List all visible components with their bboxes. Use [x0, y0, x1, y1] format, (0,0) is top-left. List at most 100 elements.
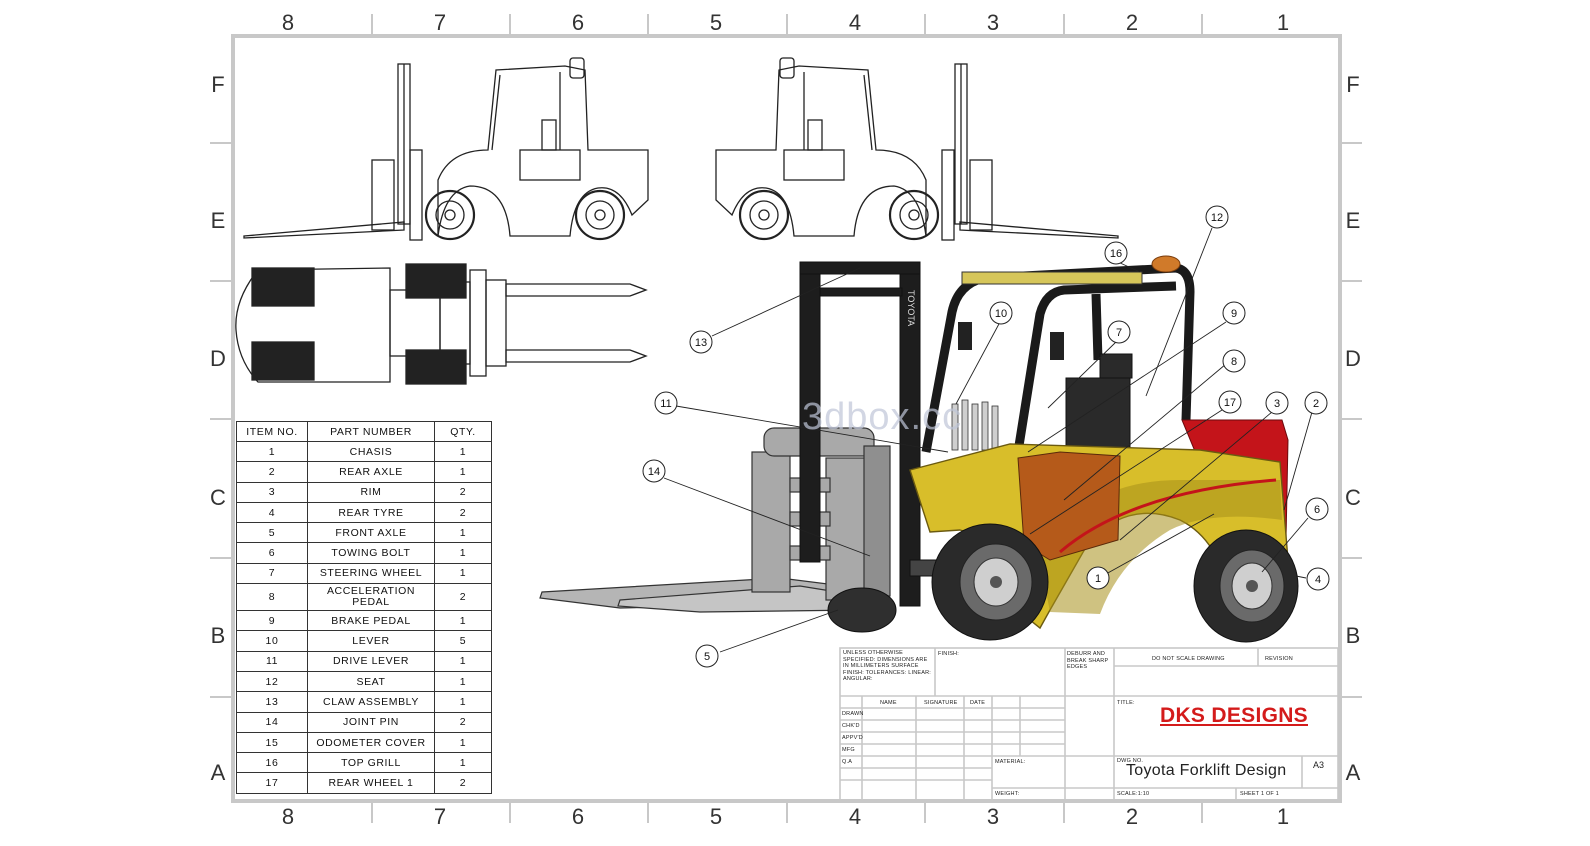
rear-wheel-inner — [827, 587, 897, 633]
bom-item-no: 11 — [236, 650, 308, 672]
zone-row-e-right: E — [1345, 208, 1361, 233]
bom-qty: 1 — [434, 562, 492, 585]
zone-row-f-left: F — [211, 72, 225, 97]
zone-col-7-top: 7 — [433, 10, 447, 35]
qa-label: Q.A — [842, 759, 853, 765]
sheet-border — [210, 14, 1362, 823]
bom-part-number: ACCELERATION PEDAL — [307, 583, 435, 612]
balloon-4: 4 — [1306, 567, 1330, 591]
bom-part-number: LEVER — [307, 630, 435, 652]
bom-header-item-no: ITEM NO. — [236, 421, 308, 442]
bom-part-number: STEERING WHEEL — [307, 562, 435, 585]
balloon-16: 16 — [1104, 241, 1128, 265]
bom-qty: 1 — [434, 610, 492, 632]
bom-item-no: 15 — [236, 731, 308, 754]
bom-item-no: 1 — [236, 440, 308, 463]
bom-part-number: RIM — [307, 481, 435, 503]
drawn-label: DRAWN — [842, 711, 864, 717]
revision-label: REVISION — [1265, 656, 1293, 662]
isometric-view: TOYOTA — [539, 255, 1299, 643]
zone-row-c-right: C — [1345, 485, 1361, 510]
mirror-left — [958, 322, 972, 350]
rear-wheel — [1193, 529, 1299, 643]
date-column-label: DATE — [970, 700, 986, 706]
zone-col-1-top: 1 — [1276, 10, 1290, 35]
zone-col-5-bottom: 5 — [709, 804, 723, 829]
company-name: DKS DESIGNS — [1160, 704, 1308, 727]
svg-text:5: 5 — [704, 651, 710, 663]
balloon-14: 14 — [642, 459, 666, 483]
watermark: 3dbox.cc — [802, 396, 963, 438]
do-not-scale-note: DO NOT SCALE DRAWING — [1152, 656, 1225, 662]
balloon-1: 1 — [1086, 566, 1110, 590]
bom-part-number: FRONT AXLE — [307, 522, 435, 544]
bom-qty: 1 — [434, 461, 492, 483]
bom-part-number: ODOMETER COVER — [307, 731, 435, 754]
seat — [1065, 377, 1131, 449]
title-block-grid — [839, 647, 1339, 801]
bom-part-number: SEAT — [307, 670, 435, 693]
svg-text:12: 12 — [1211, 212, 1223, 224]
zone-row-f-right: F — [1346, 72, 1360, 97]
bom-part-number: REAR WHEEL 1 — [307, 772, 435, 794]
bom-item-no: 2 — [236, 461, 308, 483]
svg-text:2: 2 — [1313, 398, 1319, 410]
scale-label: SCALE:1:10 — [1117, 791, 1150, 797]
bom-part-number: REAR AXLE — [307, 461, 435, 483]
balloon-7: 7 — [1107, 320, 1131, 344]
bom-item-no: 4 — [236, 501, 308, 524]
bom-item-no: 10 — [236, 630, 308, 652]
zone-row-c-left: C — [210, 485, 226, 510]
balloon-17: 17 — [1218, 390, 1242, 414]
side-view-left — [243, 57, 649, 241]
mast-label: TOYOTA — [906, 290, 916, 326]
zone-col-4-top: 4 — [848, 10, 862, 35]
bom-part-number: REAR TYRE — [307, 501, 435, 524]
zone-row-e-left: E — [210, 208, 226, 233]
bom-qty: 1 — [434, 650, 492, 672]
zone-col-6-top: 6 — [571, 10, 585, 35]
bom-item-no: 14 — [236, 711, 308, 733]
warning-beacon — [1151, 255, 1181, 273]
balloon-12: 12 — [1205, 205, 1229, 229]
balloons: 1 2 3 4 5 6 7 8 9 10 11 12 13 14 16 17 — [642, 205, 1330, 668]
bom-part-number: JOINT PIN — [307, 711, 435, 733]
bom-part-number: TOWING BOLT — [307, 542, 435, 564]
zone-row-a-left: A — [210, 760, 226, 785]
top-view — [235, 263, 648, 385]
bom-item-no: 7 — [236, 562, 308, 585]
balloon-9: 9 — [1222, 301, 1246, 325]
bom-qty: 1 — [434, 522, 492, 544]
drawing-title: Toyota Forklift Design — [1126, 762, 1287, 779]
zone-row-d-right: D — [1345, 346, 1361, 371]
svg-text:7: 7 — [1116, 327, 1122, 339]
signature-column-label: SIGNATURE — [924, 700, 958, 706]
bom-part-number: CLAW ASSEMBLY — [307, 691, 435, 713]
bom-item-no: 17 — [236, 772, 308, 794]
leader-lines — [663, 227, 1313, 653]
sheet-label: SHEET 1 OF 1 — [1240, 791, 1279, 797]
svg-text:9: 9 — [1231, 308, 1237, 320]
bom-item-no: 13 — [236, 691, 308, 713]
zone-col-3-top: 3 — [986, 10, 1000, 35]
bom-qty: 1 — [434, 691, 492, 713]
dwg-no-label: DWG NO. — [1117, 758, 1144, 764]
zone-col-8-bottom: 8 — [281, 804, 295, 829]
svg-text:13: 13 — [695, 337, 707, 349]
mirror-right — [1050, 332, 1064, 360]
svg-text:4: 4 — [1315, 574, 1321, 586]
balloon-5: 5 — [695, 644, 719, 668]
bom-qty: 2 — [434, 711, 492, 733]
